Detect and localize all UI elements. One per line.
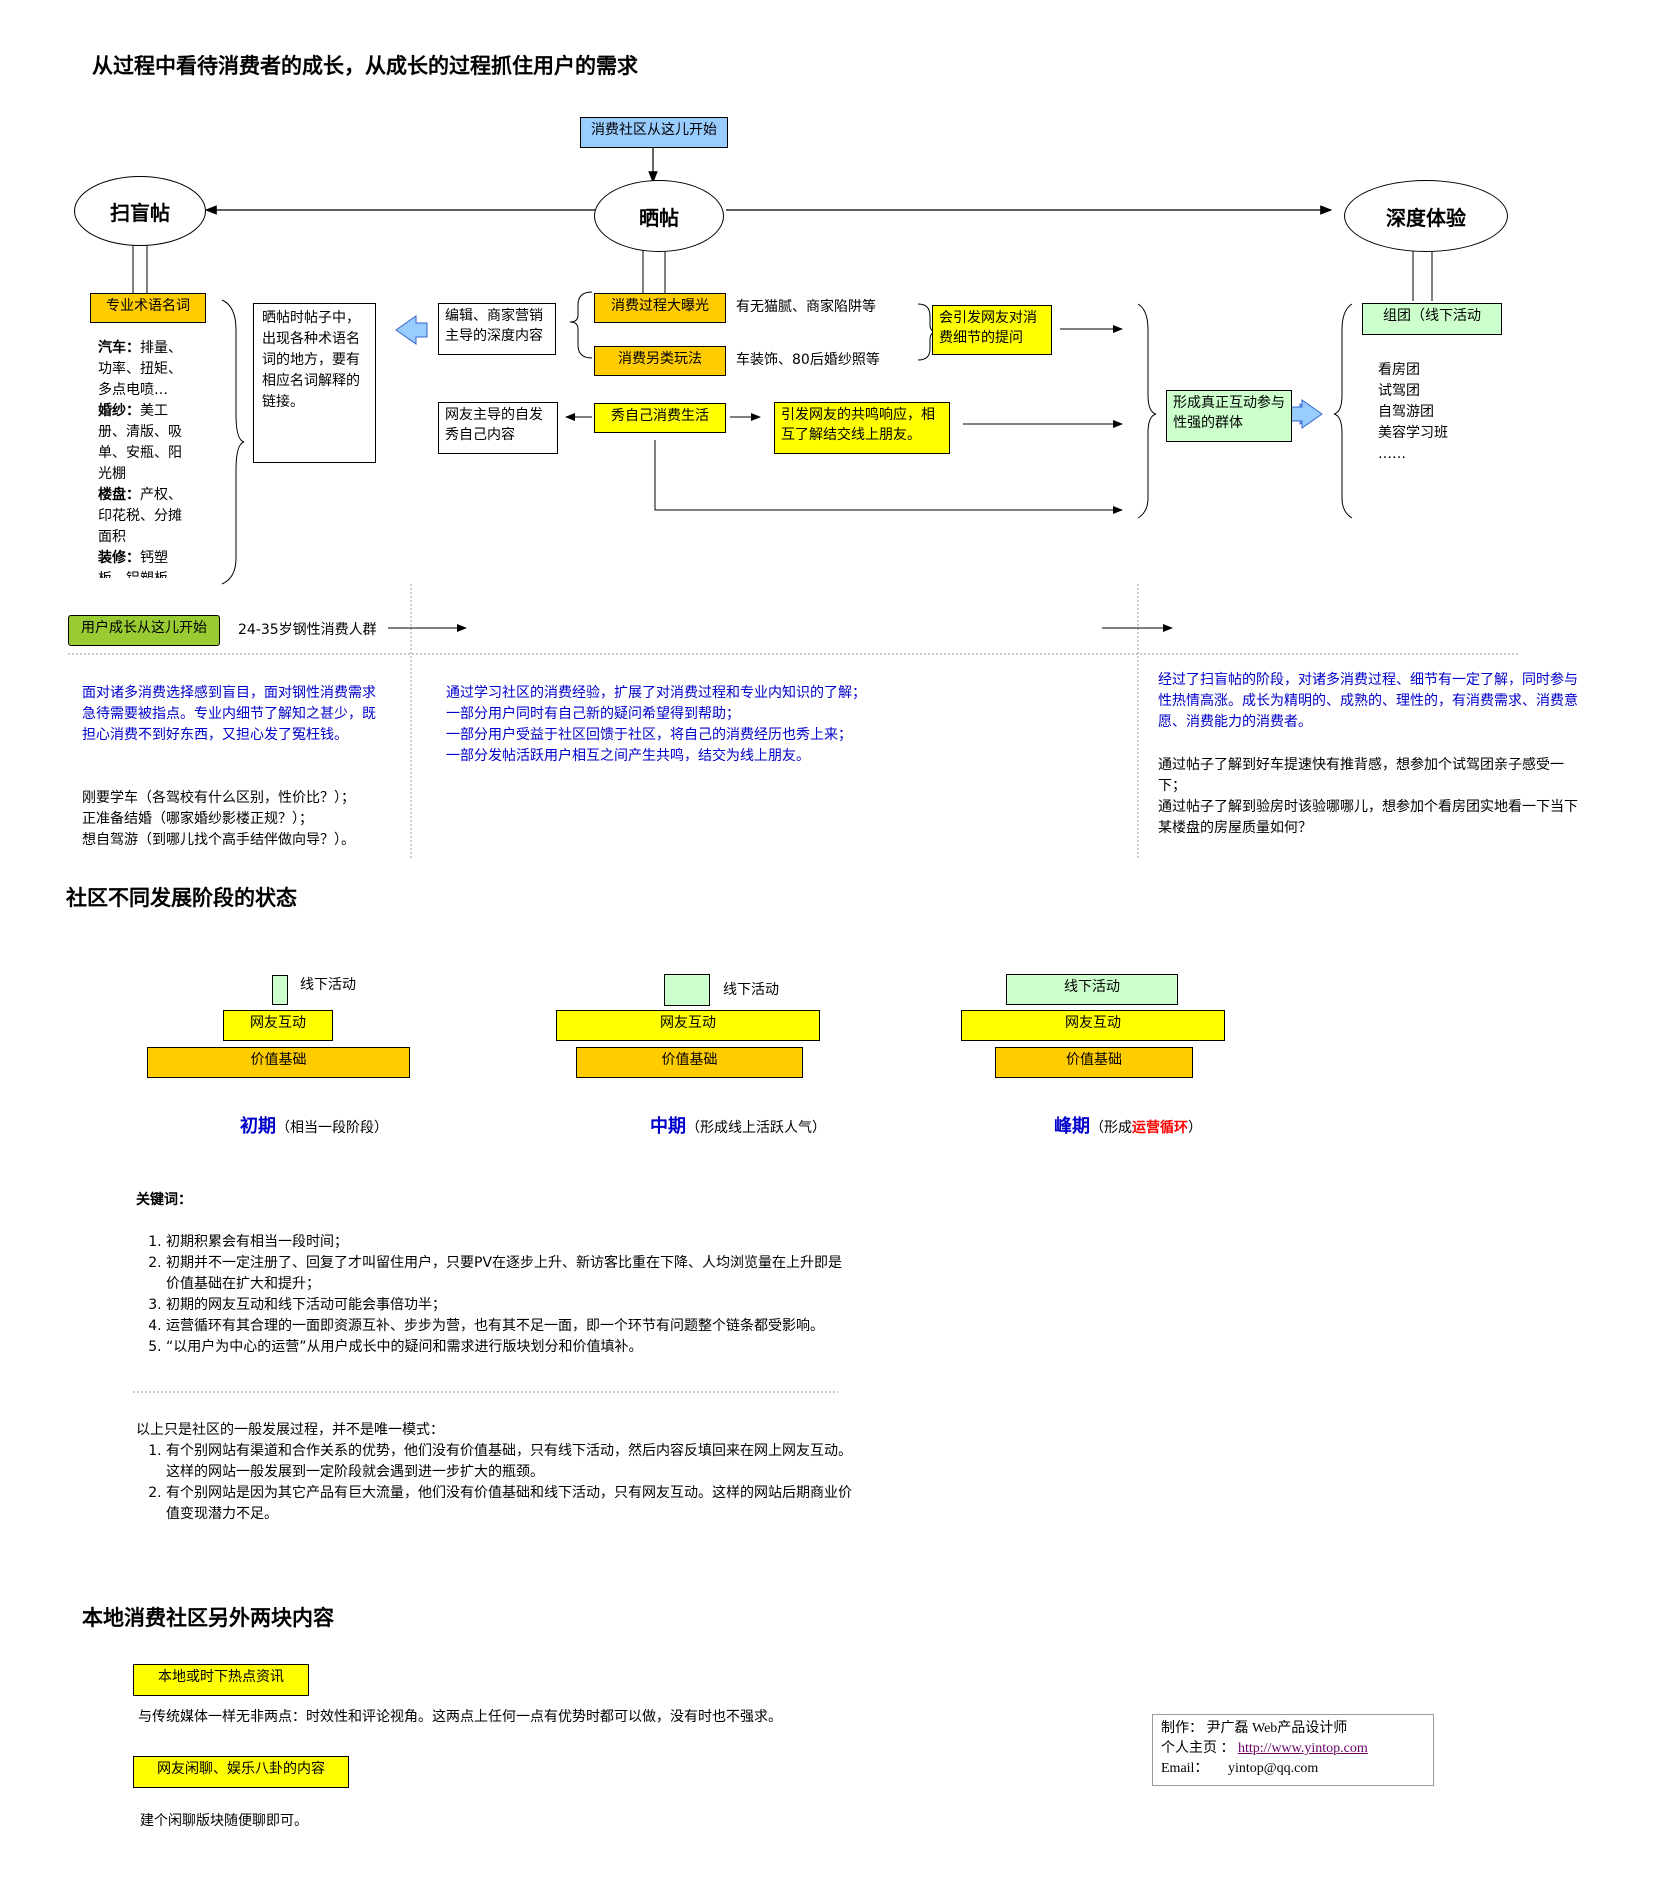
exposure-box: 消费过程大曝光 (594, 293, 726, 323)
keywords-list: 初期积累会有相当一段时间； 初期并不一定注册了、回复了才叫留住用户，只要PV在逐… (136, 1232, 846, 1358)
list-item: …… (1378, 446, 1406, 462)
node-literacy-post: 扫盲帖 (74, 176, 206, 246)
node-show-post: 晒帖 (594, 180, 724, 252)
credit-home-label: 个人主页 ： (1161, 1741, 1235, 1756)
list-item: 初期积累会有相当一段时间； (166, 1232, 846, 1253)
exposure-note: 有无猫腻、商家陷阱等 (736, 299, 876, 315)
chat-box: 网友闲聊、娱乐八卦的内容 (133, 1756, 349, 1788)
term-item: 楼盘：产权、印花税、分摊面积 (98, 487, 182, 545)
stage2-caption: 中期（形成线上活跃人气） (650, 1116, 826, 1137)
stage1-base-bar: 价值基础 (147, 1047, 410, 1078)
offline-list: 看房团 试驾团 自驾游团 美容学习班 …… (1378, 360, 1448, 465)
note-list: 有个别网站有渠道和合作关系的优势，他们没有价值基础，只有线下活动，然后内容反填回… (136, 1441, 856, 1525)
list-item: 看房团 (1378, 362, 1420, 378)
hot-news-text: 与传统媒体一样无非两点：时效性和评论视角。这两点上任何一点有优势时都可以做，没有… (138, 1709, 782, 1725)
user-content-box: 网友主导的自发秀自己内容 (438, 402, 558, 454)
stage1-offline-label: 线下活动 (300, 977, 356, 993)
list-item: 刚要学车（各驾校有什么区别，性价比？）； (82, 790, 355, 806)
homepage-link[interactable]: http://www.yintop.com (1238, 1741, 1368, 1756)
explain-box: 晒帖时帖子中，出现各种术语名词的地方，要有相应名词解释的链接。 (253, 303, 376, 463)
stage2-base-bar: 价值基础 (576, 1047, 803, 1078)
alt-play-note: 车装饰、80后婚纱照等 (736, 352, 880, 368)
list-item: 想自驾游（到哪儿找个高手结伴做向导？）。 (82, 832, 355, 848)
section3-title: 本地消费社区另外两块内容 (82, 1606, 334, 1630)
note-label: 以上只是社区的一般发展过程，并不是唯一模式： (136, 1422, 444, 1438)
list-item: 通过帖子了解到验房时该验哪哪儿，想参加个看房团实地看一下当下某楼盘的房屋质量如何… (1158, 799, 1578, 836)
list-item: 运营循环有其合理的一面即资源互补、步步为营，也有其不足一面，即一个环节有问题整个… (166, 1316, 846, 1337)
resonate-box: 引发网友的共鸣响应，相互了解结交线上朋友。 (774, 402, 950, 454)
user-growth-box: 用户成长从这儿开始 (68, 615, 220, 646)
col3-examples: 通过帖子了解到好车提速快有推背感，想参加个试驾团亲子感受一下； 通过帖子了解到验… (1158, 755, 1578, 839)
stage3-offline-bar: 线下活动 (1006, 974, 1178, 1005)
list-item: 通过学习社区的消费经验，扩展了对消费过程和专业内知识的了解； (446, 685, 866, 701)
hot-news-box: 本地或时下热点资讯 (133, 1664, 309, 1696)
show-life-box: 秀自己消费生活 (594, 403, 726, 433)
list-item: 有个别网站有渠道和合作关系的优势，他们没有价值基础，只有线下活动，然后内容反填回… (166, 1441, 856, 1483)
list-item: 初期的网友互动和线下活动可能会事倍功半； (166, 1295, 846, 1316)
col2-blue-text: 通过学习社区的消费经验，扩展了对消费过程和专业内知识的了解； 一部分用户同时有自… (446, 683, 886, 767)
stage1-offline-bar (272, 975, 288, 1005)
credit-made-label: 制作： (1161, 1721, 1203, 1736)
list-item: “以用户为中心的运营”从用户成长中的疑问和需求进行版块划分和价值填补。 (166, 1337, 846, 1358)
page-title: 从过程中看待消费者的成长，从成长的过程抓住用户的需求 (92, 54, 638, 78)
credit-email-label: Email： (1161, 1761, 1209, 1776)
list-item: 试驾团 (1378, 383, 1420, 399)
keywords-label: 关键词： (136, 1192, 192, 1208)
term-item: 装修：钙塑板、铝塑板 (98, 550, 168, 578)
list-item: 美容学习班 (1378, 425, 1448, 441)
list-item: 一部分发帖活跃用户相互之间产生共鸣，结交为线上朋友。 (446, 748, 810, 764)
stage3-caption: 峰期（形成运营循环） (1054, 1116, 1202, 1137)
col1-blue-text: 面对诸多消费选择感到盲目，面对钢性消费需求急待需要被指点。专业内细节了解知之甚少… (82, 685, 376, 743)
credit-box: 制作： 尹广磊 Web产品设计师 个人主页 ： http://www.yinto… (1152, 1714, 1434, 1786)
offline-group-box: 组团（线下活动 (1362, 303, 1502, 335)
node-deep-experience: 深度体验 (1344, 180, 1508, 252)
col3-blue-text: 经过了扫盲帖的阶段，对诸多消费过程、细节有一定了解，同时参与性热情高涨。成长为精… (1158, 672, 1578, 730)
stage1-interact-bar: 网友互动 (223, 1010, 333, 1041)
stage3-interact-bar: 网友互动 (961, 1010, 1225, 1041)
list-item: 自驾游团 (1378, 404, 1434, 420)
stage2-interact-bar: 网友互动 (556, 1010, 820, 1041)
list-item: 有个别网站是因为其它产品有巨大流量，他们没有价值基础和线下活动，只有网友互动。这… (166, 1483, 856, 1525)
list-item: 一部分用户同时有自己新的疑问希望得到帮助； (446, 706, 740, 722)
age-group: 24-35岁钢性消费人群 (238, 622, 377, 638)
start-community-box: 消费社区从这儿开始 (580, 117, 728, 148)
group-box: 形成真正互动参与性强的群体 (1166, 390, 1292, 442)
credit-email: yintop@qq.com (1227, 1761, 1319, 1776)
section2-title: 社区不同发展阶段的状态 (66, 886, 297, 910)
col1-examples: 刚要学车（各驾校有什么区别，性价比？）； 正准备结婚（哪家婚纱影楼正规？）； 想… (82, 788, 392, 851)
editor-content-box: 编辑、商家营销主导的深度内容 (438, 303, 556, 355)
stage3-base-bar: 价值基础 (995, 1047, 1193, 1078)
credit-author: 尹广磊 Web产品设计师 (1206, 1721, 1348, 1736)
stage2-offline-label: 线下活动 (723, 982, 779, 998)
detail-question-box: 会引发网友对消费细节的提问 (932, 305, 1052, 355)
list-item: 初期并不一定注册了、回复了才叫留住用户，只要PV在逐步上升、新访客比重在下降、人… (166, 1253, 846, 1295)
stage2-offline-bar (664, 974, 710, 1006)
list-item: 一部分用户受益于社区回馈于社区，将自己的消费经历也秀上来； (446, 727, 852, 743)
stage1-caption: 初期（相当一段阶段） (240, 1116, 388, 1137)
term-box: 专业术语名词 (90, 293, 206, 323)
term-item: 婚纱：美工册、清版、吸单、安瓶、阳光棚 (98, 403, 182, 482)
alt-play-box: 消费另类玩法 (594, 346, 726, 376)
list-item: 通过帖子了解到好车提速快有推背感，想参加个试驾团亲子感受一下； (1158, 757, 1564, 794)
term-item: 汽车：排量、功率、扭矩、多点电喷… (98, 340, 182, 398)
chat-text: 建个闲聊版块随便聊即可。 (140, 1813, 308, 1829)
term-list: 汽车：排量、功率、扭矩、多点电喷… 婚纱：美工册、清版、吸单、安瓶、阳光棚 楼盘… (98, 338, 190, 578)
list-item: 正准备结婚（哪家婚纱影楼正规？）； (82, 811, 313, 827)
